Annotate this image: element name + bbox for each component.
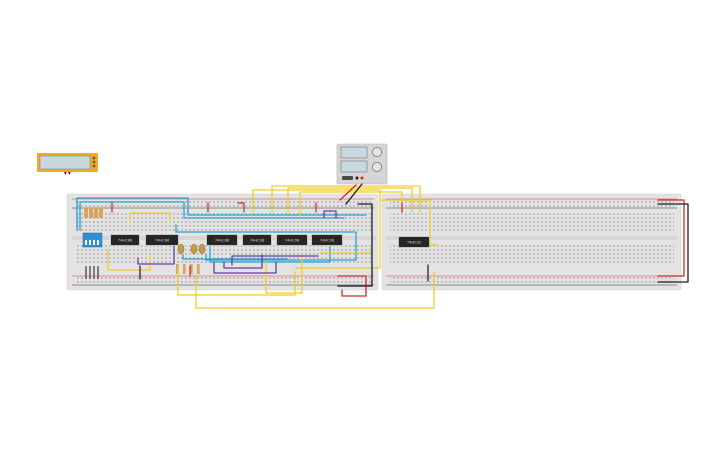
ground-pins <box>85 266 99 279</box>
lcd-display-icon[interactable] <box>37 153 98 175</box>
chip-3[interactable]: 74HC86 <box>206 234 238 246</box>
chip-label: 74HC86 <box>118 239 133 243</box>
chip-label: 74HC86 <box>215 239 230 243</box>
chip-label: 74HC32 <box>407 241 421 245</box>
chip-label: 74HC86 <box>155 239 170 243</box>
breadboard-right[interactable] <box>381 193 682 291</box>
chip-label: 74HC08 <box>285 239 300 243</box>
chip-6[interactable]: 74HC08 <box>311 234 343 246</box>
chip-label: 74HC08 <box>320 239 335 243</box>
wires[interactable] <box>76 183 689 309</box>
capacitors[interactable] <box>177 243 206 255</box>
chip-5[interactable]: 74HC08 <box>276 234 308 246</box>
chip-1[interactable]: 74HC86 <box>110 234 140 246</box>
chip-7[interactable]: 74HC32 <box>398 236 430 248</box>
power-supply-icon[interactable] <box>336 143 388 185</box>
chip-2[interactable]: 74HC86 <box>145 234 179 246</box>
led-resistors[interactable] <box>176 264 200 274</box>
chip-4[interactable]: 74HC08 <box>242 234 272 246</box>
chip-label: 74HC08 <box>250 239 265 243</box>
dip-switch-icon[interactable] <box>82 232 103 248</box>
resistor-array[interactable] <box>84 208 103 218</box>
